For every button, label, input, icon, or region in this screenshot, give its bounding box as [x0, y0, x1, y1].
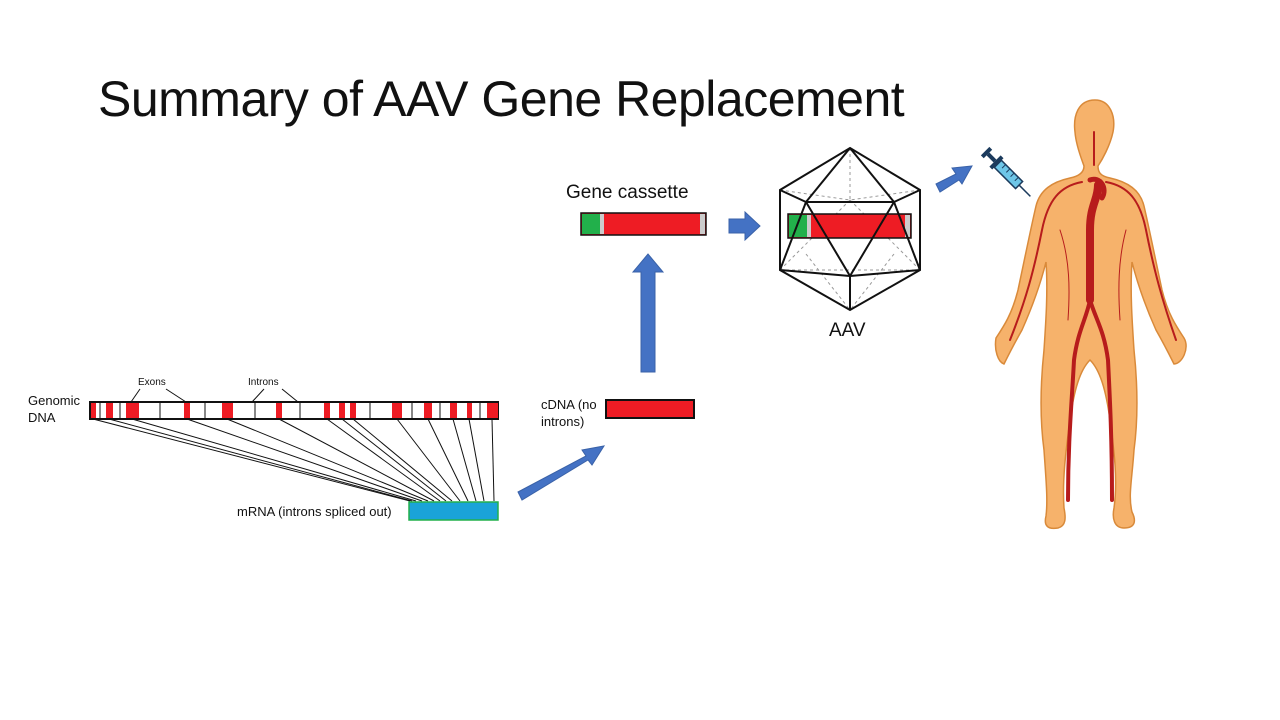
spacer-segment	[600, 214, 604, 234]
arrow-aav-to-body	[935, 165, 973, 193]
exons-label: Exons	[138, 377, 166, 388]
exon	[324, 403, 330, 418]
blood-vessels	[1009, 131, 1177, 502]
cdna-label-line1: cDNA (no	[541, 397, 597, 412]
exon	[339, 403, 345, 418]
exon	[450, 403, 457, 418]
exon	[126, 403, 139, 418]
human-body-icon	[994, 99, 1187, 530]
mrna-bar	[408, 501, 499, 521]
exon	[184, 403, 190, 418]
cdna-label-line2: introns)	[541, 414, 585, 429]
mrna-label: mRNA (introns spliced out)	[237, 504, 392, 519]
exon-segments	[91, 403, 498, 418]
splicing-lines	[92, 418, 495, 502]
exon	[350, 403, 356, 418]
exon	[424, 403, 432, 418]
arrow-cdna-to-cassette	[631, 253, 665, 373]
exon	[276, 403, 282, 418]
promoter-segment	[582, 214, 600, 234]
gene-cassette	[580, 212, 707, 236]
exon	[106, 403, 113, 418]
introns-label: Introns	[248, 377, 279, 388]
arrow-cassette-to-aav	[728, 210, 761, 242]
exon	[487, 403, 498, 418]
exon	[91, 403, 96, 418]
aav-label: AAV	[829, 320, 866, 341]
exon	[392, 403, 402, 418]
slide-title: Summary of AAV Gene Replacement	[98, 71, 905, 127]
genomic-dna-label-line2: DNA	[28, 410, 56, 425]
cdna-bar	[605, 399, 695, 419]
gene-cassette-label: Gene cassette	[566, 182, 689, 203]
arrow-mrna-to-cdna	[517, 445, 606, 501]
genomic-dna-strip	[89, 401, 499, 420]
exon-intron-pointers	[130, 388, 299, 403]
exon	[467, 403, 472, 418]
genomic-dna-label-line1: Genomic	[28, 393, 81, 408]
icosahedron-capsid-icon	[779, 146, 921, 312]
syringe-icon	[980, 146, 1031, 197]
polya-segment	[700, 214, 705, 234]
exon	[222, 403, 233, 418]
